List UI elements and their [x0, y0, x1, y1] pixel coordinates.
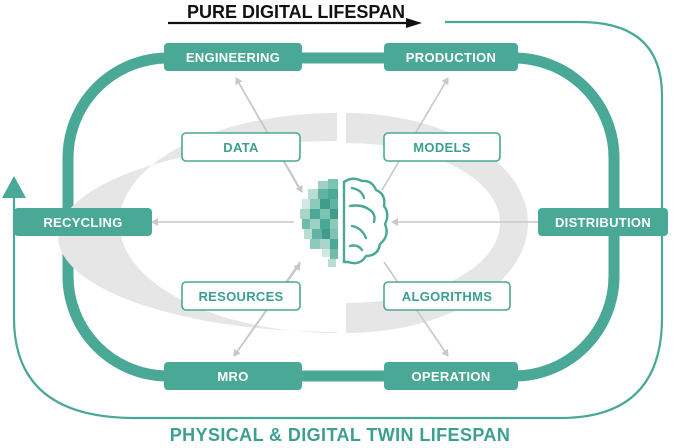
- stage-recycling-label: RECYCLING: [43, 215, 122, 230]
- outer-lifespan-loop: [2, 20, 664, 420]
- stage-distribution-label: DISTRIBUTION: [555, 215, 651, 230]
- stage-operation-label: OPERATION: [411, 369, 490, 384]
- stage-recycling: RECYCLING: [14, 208, 152, 236]
- stage-mro: MRO: [164, 362, 302, 390]
- pure-digital-lifespan-title: PURE DIGITAL LIFESPAN: [186, 2, 405, 22]
- input-resources-label: RESOURCES: [198, 289, 283, 304]
- stage-mro-label: MRO: [217, 369, 248, 384]
- physical-digital-twin-lifespan-title: PHYSICAL & DIGITAL TWIN LIFESPAN: [169, 425, 511, 445]
- input-algorithms-label: ALGORITHMS: [402, 289, 492, 304]
- brain-outline-half: [342, 177, 389, 265]
- input-data: DATA: [181, 132, 301, 162]
- input-models: MODELS: [383, 132, 501, 162]
- input-data-label: DATA: [223, 140, 259, 155]
- top-title-arrow: [168, 18, 422, 28]
- brain-pixel-half: [300, 179, 338, 267]
- stage-production: PRODUCTION: [384, 43, 518, 71]
- stage-production-label: PRODUCTION: [406, 50, 496, 65]
- input-algorithms: ALGORITHMS: [383, 281, 511, 311]
- input-models-label: MODELS: [413, 140, 470, 155]
- stage-engineering-label: ENGINEERING: [186, 50, 280, 65]
- stage-engineering: ENGINEERING: [164, 43, 302, 71]
- stage-operation: OPERATION: [384, 362, 518, 390]
- stage-distribution: DISTRIBUTION: [538, 208, 668, 236]
- gray-ring: [57, 113, 528, 333]
- brain-icon: [300, 177, 389, 267]
- input-resources: RESOURCES: [181, 281, 301, 311]
